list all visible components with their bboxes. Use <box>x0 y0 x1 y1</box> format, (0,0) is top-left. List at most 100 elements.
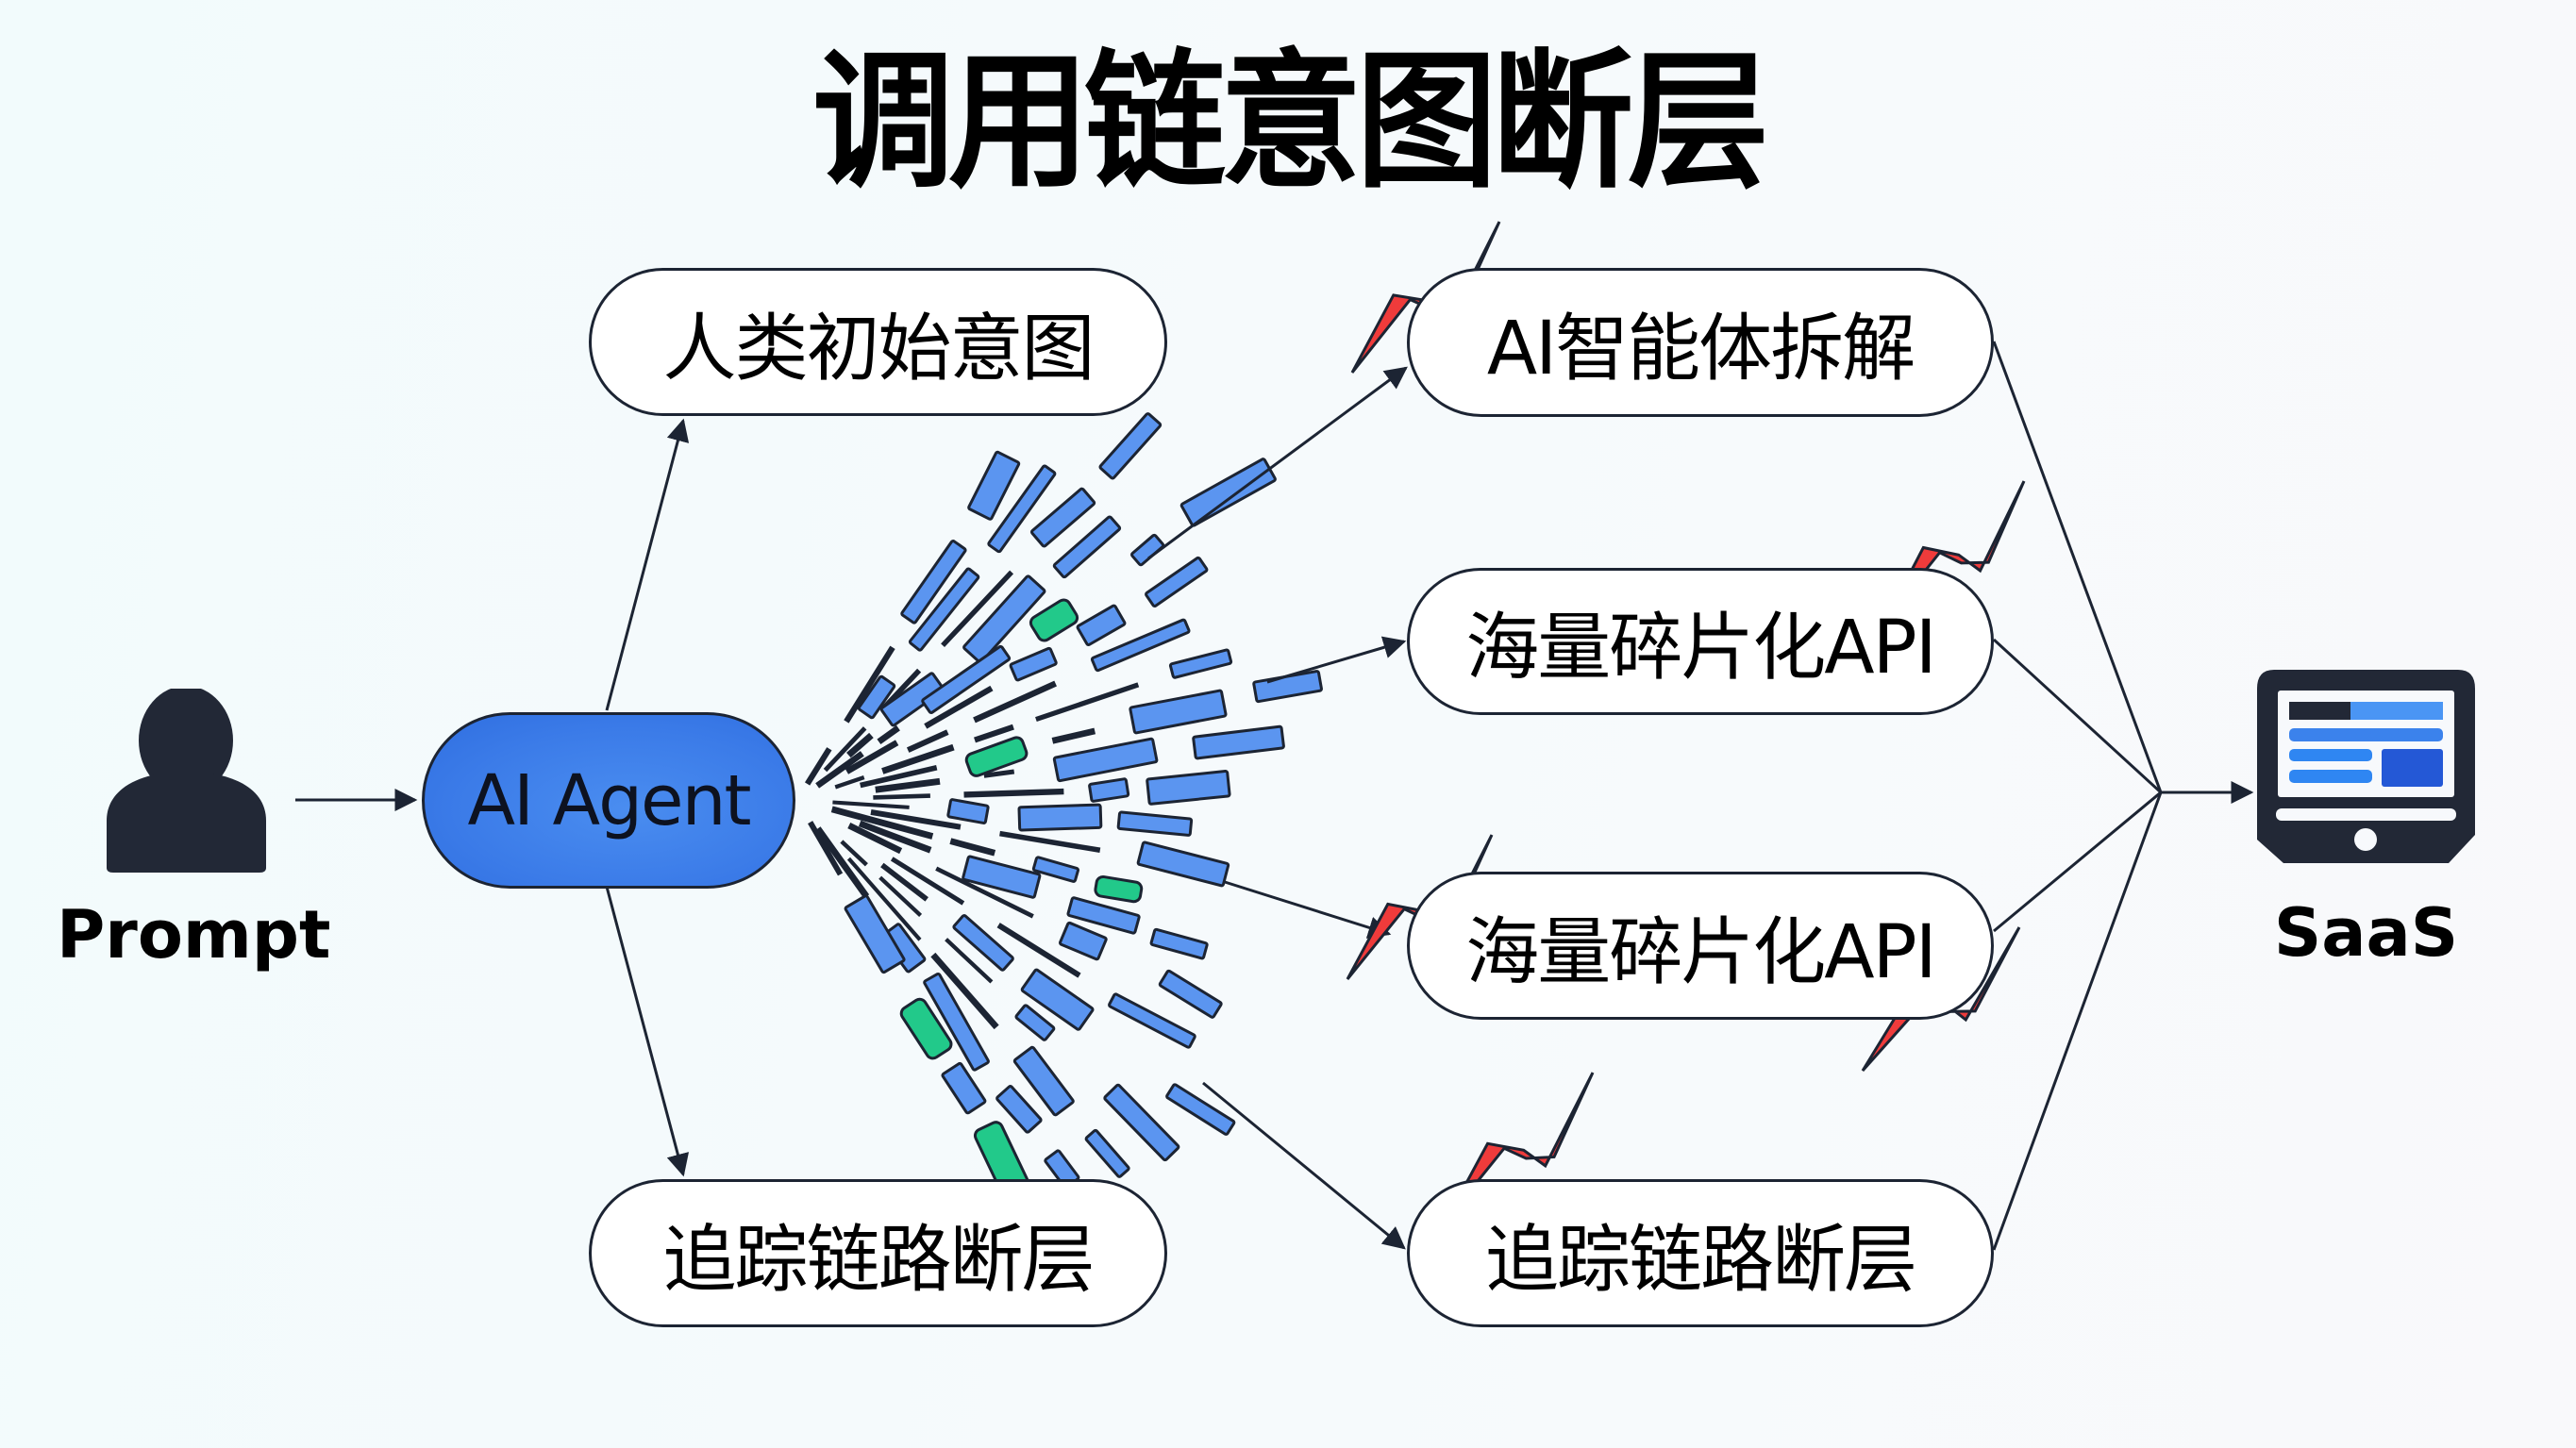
trace-right-node[interactable]: 追踪链路断层 <box>1407 1179 1994 1327</box>
burst-fragment <box>1108 992 1196 1049</box>
burst-fragment <box>952 914 1014 972</box>
burst-fragment <box>1116 810 1194 837</box>
burst-dash <box>844 645 895 724</box>
burst-fragment <box>900 540 967 624</box>
edge-agent-to-trace_right <box>1202 1081 1406 1250</box>
burst-dash <box>815 751 864 789</box>
burst-dash <box>814 826 870 899</box>
burst-dash <box>1051 727 1096 744</box>
burst-dash <box>996 923 1081 978</box>
burst-fragment <box>941 1061 987 1115</box>
burst-dash <box>1035 682 1140 723</box>
intent-label: 人类初始意图 <box>662 306 1095 391</box>
burst-fragment <box>1149 927 1209 960</box>
trace-right-label: 追踪链路断层 <box>1484 1217 1917 1303</box>
burst-dash <box>906 729 949 753</box>
burst-fragment <box>1029 487 1096 548</box>
burst-dash <box>860 765 938 789</box>
trace-left-label: 追踪链路断层 <box>662 1217 1095 1303</box>
intent-node[interactable]: 人类初始意图 <box>589 268 1167 416</box>
burst-dash <box>877 724 900 745</box>
edge-agent-to-api_2 <box>1224 880 1392 939</box>
burst-fragment <box>967 450 1021 521</box>
burst-dash <box>881 743 955 774</box>
burst-fragment <box>1088 777 1130 803</box>
trace-left-node[interactable]: 追踪链路断层 <box>589 1179 1167 1327</box>
burst-fragment <box>946 798 990 824</box>
burst-dash <box>935 866 1034 919</box>
edge-api_1-to-saas <box>1992 638 2163 794</box>
fragment-burst <box>804 412 1323 1200</box>
burst-dash <box>858 820 932 854</box>
burst-fragment <box>899 997 953 1060</box>
burst-dash <box>974 724 1014 743</box>
burst-dash <box>846 732 874 758</box>
burst-dash <box>832 800 910 809</box>
burst-fragment <box>1020 968 1095 1031</box>
burst-dash <box>823 726 867 773</box>
burst-fragment <box>921 644 1012 714</box>
lightning-icon <box>1861 926 2021 1072</box>
burst-dash <box>847 823 903 855</box>
burst-fragment <box>1029 598 1079 642</box>
edge-agent-to-intent <box>605 418 690 711</box>
burst-fragment <box>962 574 1046 664</box>
burst-dash <box>846 857 922 941</box>
burst-fragment <box>1165 1083 1236 1136</box>
burst-dash <box>945 938 994 984</box>
burst-fragment <box>1168 648 1233 679</box>
burst-fragment <box>964 736 1029 777</box>
burst-fragment <box>1090 618 1191 673</box>
burst-fragment <box>1084 1128 1130 1178</box>
burst-fragment <box>857 674 896 720</box>
burst-fragment <box>1017 803 1103 832</box>
burst-dash <box>878 875 923 917</box>
burst-dash <box>999 830 1101 853</box>
decompose-node[interactable]: AI智能体拆解 <box>1407 268 1994 417</box>
burst-fragment <box>1031 856 1079 883</box>
burst-fragment <box>1136 841 1230 888</box>
burst-fragment <box>987 464 1057 554</box>
decompose-label: AI智能体拆解 <box>1486 307 1915 391</box>
burst-fragment <box>908 567 980 652</box>
edge-agent-to-api_1 <box>1266 636 1407 684</box>
burst-dash <box>845 740 899 774</box>
burst-dash <box>870 808 962 830</box>
edge-trace_right-to-saas <box>1992 791 2163 1251</box>
burst-dash <box>983 769 1015 778</box>
burst-fragment <box>1179 458 1277 527</box>
burst-dash <box>875 777 941 793</box>
burst-dash <box>880 862 928 902</box>
burst-dash <box>941 570 1014 647</box>
burst-dash <box>808 821 844 876</box>
api-node-1[interactable]: 海量碎片化API <box>1407 568 1994 715</box>
ai-agent-node[interactable]: AI Agent <box>422 712 795 889</box>
burst-dash <box>834 775 865 790</box>
api-label-2: 海量碎片化API <box>1465 909 1936 995</box>
burst-dash <box>924 685 994 729</box>
edges <box>295 341 2254 1251</box>
burst-fragment <box>1066 896 1141 935</box>
edge-agent-to-trace_left <box>605 886 690 1177</box>
burst-fragment <box>1009 646 1058 682</box>
burst-fragment <box>1076 604 1127 647</box>
burst-fragment <box>1098 412 1163 480</box>
monitor-icon <box>2255 670 2477 868</box>
page-title: 调用链意图断层 <box>811 36 1769 209</box>
burst-dash <box>840 840 868 867</box>
burst-fragment <box>995 1085 1043 1134</box>
burst-fragment <box>962 855 1042 899</box>
burst-fragment <box>879 672 945 727</box>
ai-agent-label: AI Agent <box>467 759 751 841</box>
burst-fragment <box>1052 737 1159 783</box>
burst-fragment <box>1158 969 1223 1019</box>
person-icon <box>99 686 274 877</box>
burst-fragment <box>1145 556 1209 607</box>
burst-dash <box>963 788 1064 798</box>
burst-fragment <box>1014 1004 1056 1041</box>
edge-agent-to-decompose <box>1147 366 1408 560</box>
burst-fragment <box>1192 724 1285 760</box>
edge-decompose-to-saas <box>1992 341 2163 793</box>
api-node-2[interactable]: 海量碎片化API <box>1407 872 1994 1020</box>
